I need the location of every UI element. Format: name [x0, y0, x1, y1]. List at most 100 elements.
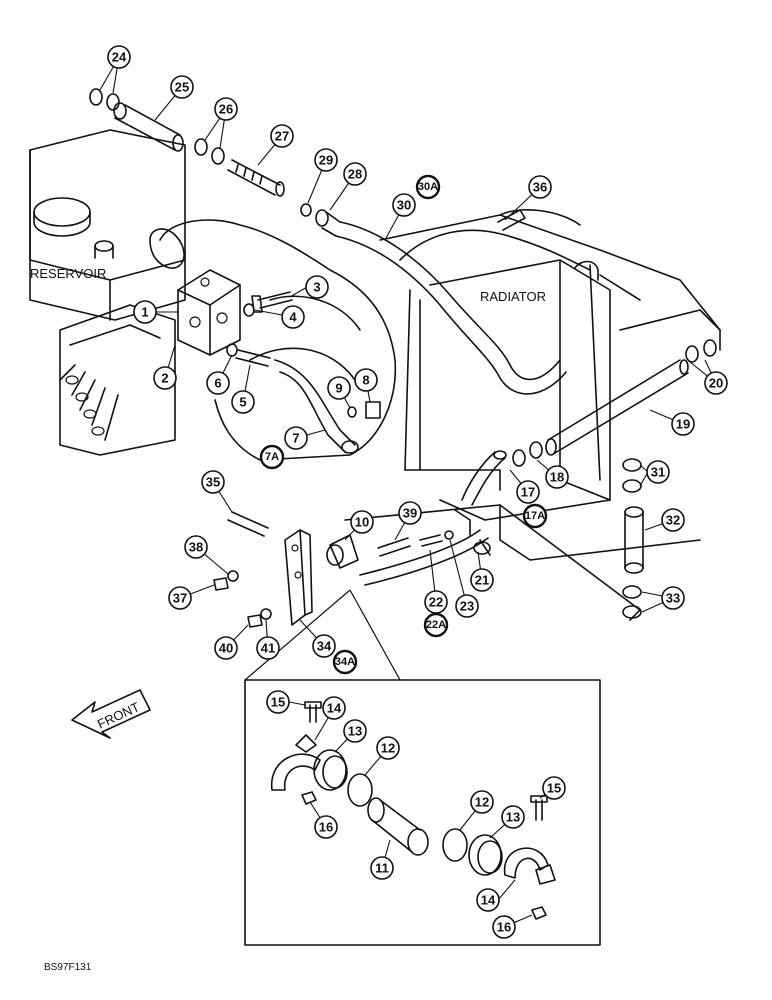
gaskets-33: [622, 585, 642, 619]
callout-38: 38: [184, 535, 208, 559]
svg-text:16: 16: [497, 920, 511, 935]
fitting-5: [226, 343, 271, 367]
callout-15-upper: 15: [266, 690, 290, 714]
svg-text:24: 24: [112, 50, 127, 65]
svg-text:23: 23: [460, 599, 474, 614]
callout-33: 33: [661, 586, 685, 610]
callout-35: 35: [201, 470, 225, 494]
drawing-code: BS97F131: [44, 962, 92, 973]
seal-rings-24: [89, 88, 120, 111]
hose-30: [315, 209, 567, 395]
callout-10: 10: [350, 510, 374, 534]
svg-text:14: 14: [327, 701, 342, 716]
clamp-39: [377, 537, 411, 557]
upper-hose-25: [113, 102, 184, 152]
clamp-36: [497, 209, 526, 231]
control-valve-bank: [59, 304, 176, 456]
callout-13-lower: 13: [501, 805, 525, 829]
pipe-19: [545, 359, 689, 456]
sensor-10: [326, 534, 359, 569]
svg-text:35: 35: [206, 475, 220, 490]
seal-rings-18: [512, 441, 543, 467]
callout-30: 30: [392, 193, 416, 217]
svg-text:2: 2: [161, 371, 168, 386]
svg-text:39: 39: [403, 506, 417, 521]
oring-29: [300, 203, 312, 217]
callout-36: 36: [528, 175, 552, 199]
svg-text:7: 7: [292, 431, 299, 446]
callout-19: 19: [671, 412, 695, 436]
svg-text:30: 30: [397, 198, 411, 213]
svg-text:15: 15: [547, 781, 561, 796]
svg-text:31: 31: [651, 465, 665, 480]
callout-22: 22: [424, 590, 448, 614]
callout-32: 32: [661, 508, 685, 532]
oring-9: [347, 406, 357, 418]
callout-26: 26: [214, 97, 238, 121]
callout-29: 29: [314, 148, 338, 172]
svg-text:3: 3: [313, 280, 320, 295]
svg-text:20: 20: [709, 376, 723, 391]
callout-37: 37: [168, 586, 192, 610]
callout-23: 23: [455, 594, 479, 618]
callout-8: 8: [354, 368, 378, 392]
engine-block: [379, 209, 721, 491]
callout-12-lower: 12: [470, 790, 494, 814]
svg-text:15: 15: [271, 695, 285, 710]
svg-text:6: 6: [214, 376, 221, 391]
svg-text:34A: 34A: [335, 656, 355, 668]
callout-22A: 22A: [423, 612, 449, 638]
svg-text:38: 38: [189, 540, 203, 555]
svg-text:1: 1: [141, 305, 148, 320]
svg-text:22: 22: [429, 595, 443, 610]
svg-text:4: 4: [289, 310, 297, 325]
frame-rail: [344, 309, 721, 621]
callout-18: 18: [545, 465, 569, 489]
svg-text:22A: 22A: [426, 619, 446, 631]
svg-text:10: 10: [355, 515, 369, 530]
callout-11: 11: [370, 856, 394, 880]
callout-30A: 30A: [415, 174, 441, 200]
callout-6: 6: [206, 371, 230, 395]
bolt-35: [227, 511, 269, 537]
callout-28: 28: [343, 162, 367, 186]
svg-text:13: 13: [506, 810, 520, 825]
plug-8: [365, 401, 381, 419]
svg-text:40: 40: [219, 641, 233, 656]
svg-text:13: 13: [348, 724, 362, 739]
svg-text:34: 34: [317, 639, 332, 654]
hose-17: [461, 450, 507, 506]
radiator-label: RADIATOR: [480, 289, 546, 304]
reservoir-tank: [29, 129, 186, 321]
svg-text:18: 18: [550, 470, 564, 485]
callout-25: 25: [170, 75, 194, 99]
svg-text:27: 27: [275, 129, 289, 144]
svg-text:29: 29: [319, 153, 333, 168]
seal-rings-26: [194, 138, 225, 165]
svg-text:19: 19: [676, 417, 690, 432]
callout-17: 17: [516, 480, 540, 504]
callout-13-upper: 13: [343, 719, 367, 743]
callout-12-upper: 12: [376, 736, 400, 760]
callout-14-lower: 14: [476, 888, 500, 912]
svg-text:28: 28: [348, 167, 362, 182]
svg-text:17A: 17A: [525, 510, 545, 522]
svg-text:17: 17: [521, 485, 535, 500]
seal-rings-20: [685, 339, 717, 363]
hardware-37-38-40-41: [213, 570, 272, 628]
callout-5: 5: [231, 390, 255, 414]
gaskets-31: [622, 458, 642, 493]
tube-32: [624, 506, 644, 574]
callout-4: 4: [281, 305, 305, 329]
callout-1: 1: [133, 300, 157, 324]
svg-text:7A: 7A: [265, 451, 279, 463]
svg-text:9: 9: [335, 381, 342, 396]
reservoir-label: RESERVOIR: [30, 266, 106, 281]
svg-text:25: 25: [175, 80, 189, 95]
bolt-22-nut-23: [419, 530, 454, 547]
svg-text:11: 11: [375, 861, 389, 876]
callout-20: 20: [704, 371, 728, 395]
callout-17A: 17A: [522, 503, 548, 529]
washer-4: [243, 303, 255, 317]
